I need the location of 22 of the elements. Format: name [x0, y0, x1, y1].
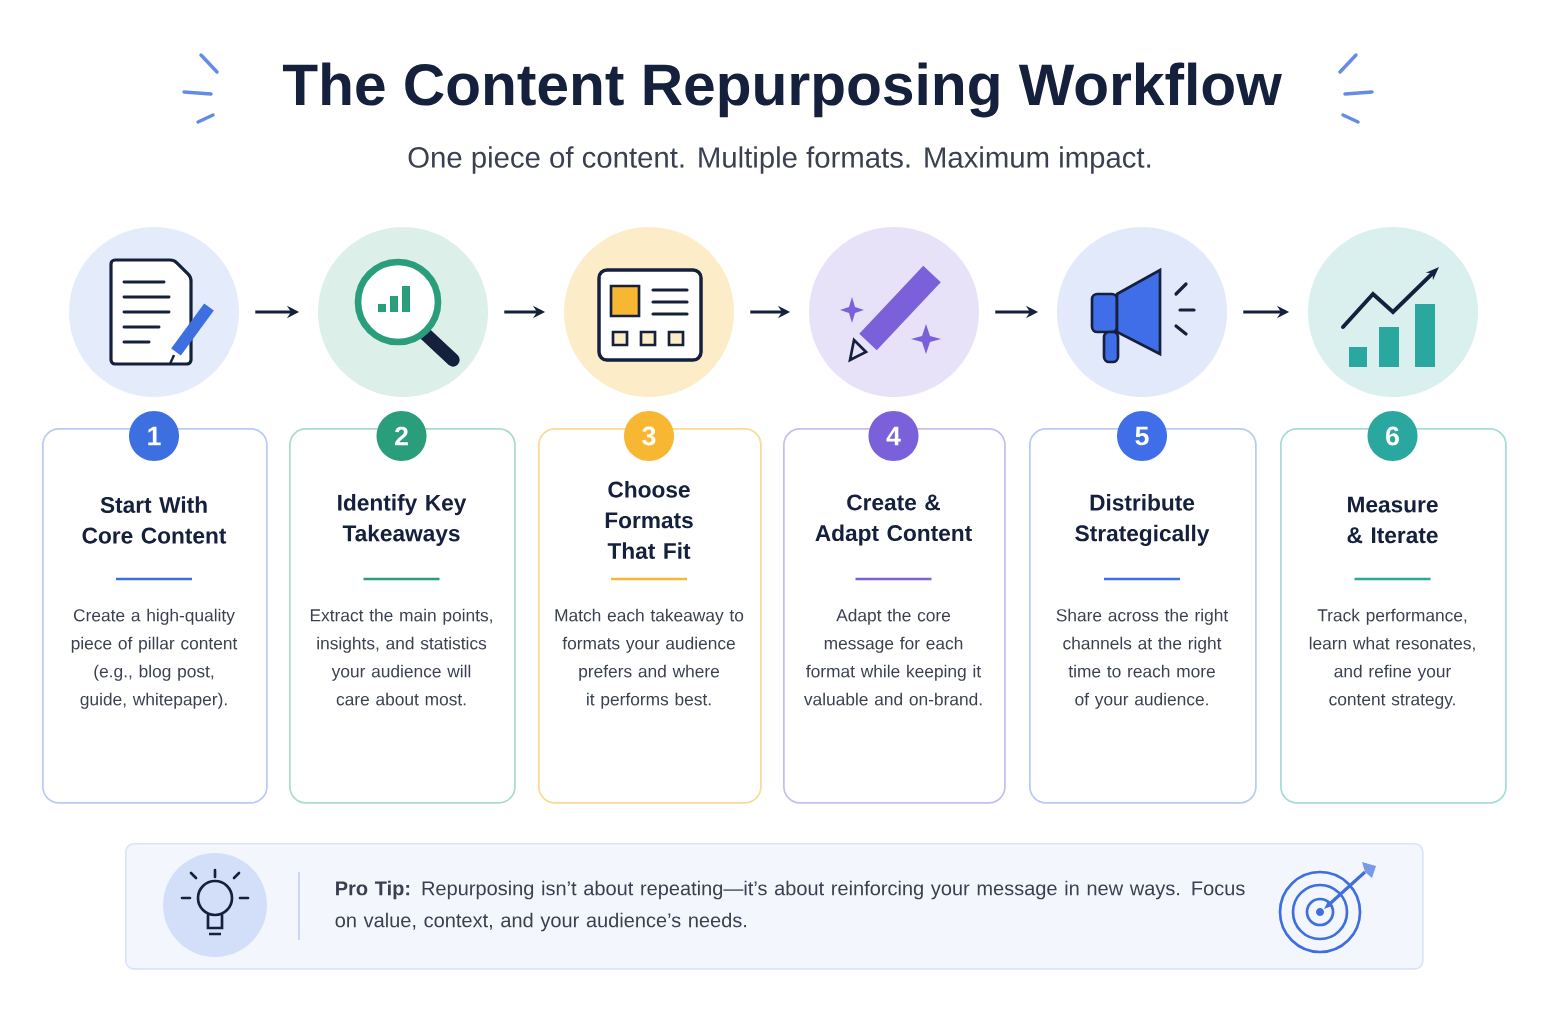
number-badge: 5 — [1117, 411, 1167, 461]
step-description: Create a high-quality piece of pillar content (e.g., blog post, guide, whitepaper). — [71, 608, 238, 709]
number-badge: 3 — [624, 411, 674, 461]
step-description: Match each takeaway to formats your audience prefers and where it performs best. — [555, 608, 744, 709]
icon-circle — [809, 227, 979, 397]
step-title: Create & Adapt Content — [815, 494, 972, 546]
step-description: Share across the right channels at the right time to reach more of your audience. — [1056, 608, 1229, 709]
step-description: Extract the main points, insights, and statistics your audience will care about most. — [310, 608, 492, 706]
step-title: Choose Formats That Fit — [605, 481, 693, 559]
step-description: Adapt the core message for each format while keeping it valuable and on-brand. — [803, 608, 982, 706]
number-badge: 6 — [1367, 411, 1418, 461]
tip-text: Pro Tip: Repurposing isn’t about repeating—it’s about reinforcing your message in new ways. Focus on value, context, and your audience’s needs. — [335, 880, 1245, 932]
number-badge: 4 — [868, 411, 919, 461]
subtitle: One piece of content. Multiple formats. Maximum impact. — [408, 146, 1151, 174]
step-title: Measure & Iterate — [1347, 496, 1438, 544]
title: The Content Repurposing Workflow — [282, 62, 1282, 118]
step-title: Distribute Strategically — [1075, 494, 1210, 546]
step-title: Start With Core Content — [82, 496, 227, 544]
step-title: Identify Key Takeaways — [338, 494, 467, 546]
number-badge: 1 — [129, 411, 179, 461]
step-description: Track performance, learn what resonates, and refine your content strategy. — [1309, 608, 1475, 709]
number-badge: 2 — [376, 411, 427, 461]
